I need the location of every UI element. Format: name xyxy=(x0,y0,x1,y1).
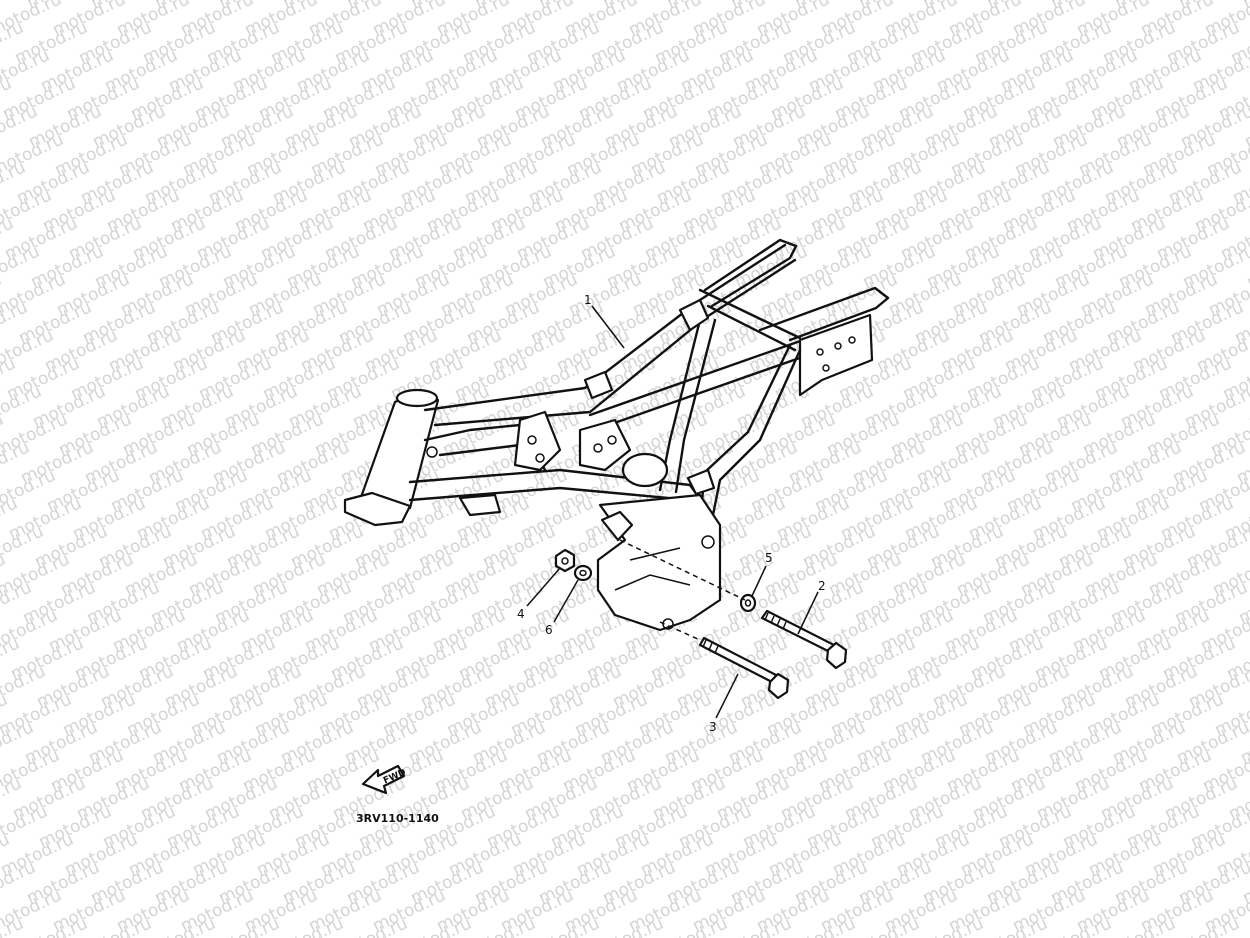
callout-4: 4 xyxy=(517,607,525,621)
callout-5: 5 xyxy=(765,551,773,565)
callout-6: 6 xyxy=(545,623,553,637)
callout-2: 2 xyxy=(818,579,826,593)
nut-part xyxy=(554,548,576,573)
bolt-long-part xyxy=(760,609,848,670)
callout-1: 1 xyxy=(584,293,592,307)
rear-rail-left xyxy=(703,238,798,308)
pivot-tube xyxy=(621,452,669,488)
lock-washer-part xyxy=(739,593,757,613)
engine-mount-left xyxy=(513,410,562,472)
washer-part xyxy=(573,564,593,582)
watermark-text: motod.ru xyxy=(1240,0,1250,13)
frame-drawing xyxy=(343,238,890,632)
callout-3: 3 xyxy=(709,720,717,734)
tab-upper xyxy=(678,298,710,332)
engine-mount-right xyxy=(578,418,632,472)
tab-rear xyxy=(686,468,716,496)
tab-front xyxy=(458,493,502,517)
upper-frame-tube-inner xyxy=(433,258,797,427)
bolt-short-part xyxy=(698,636,790,700)
rear-cross-member xyxy=(698,288,802,352)
upper-frame-tube xyxy=(423,243,787,412)
rear-bracket-plate xyxy=(798,313,874,397)
head-tube-top xyxy=(395,388,439,408)
rear-rail-right xyxy=(758,286,890,342)
tab-mid xyxy=(583,370,614,400)
mount-clip xyxy=(600,510,634,542)
pivot-hole-upper xyxy=(701,535,715,549)
drawing-code: 3RV110-1140 xyxy=(356,812,439,825)
callout-leaders xyxy=(526,305,819,719)
rear-down-stay-right xyxy=(698,343,802,522)
head-tube-base xyxy=(343,491,412,527)
